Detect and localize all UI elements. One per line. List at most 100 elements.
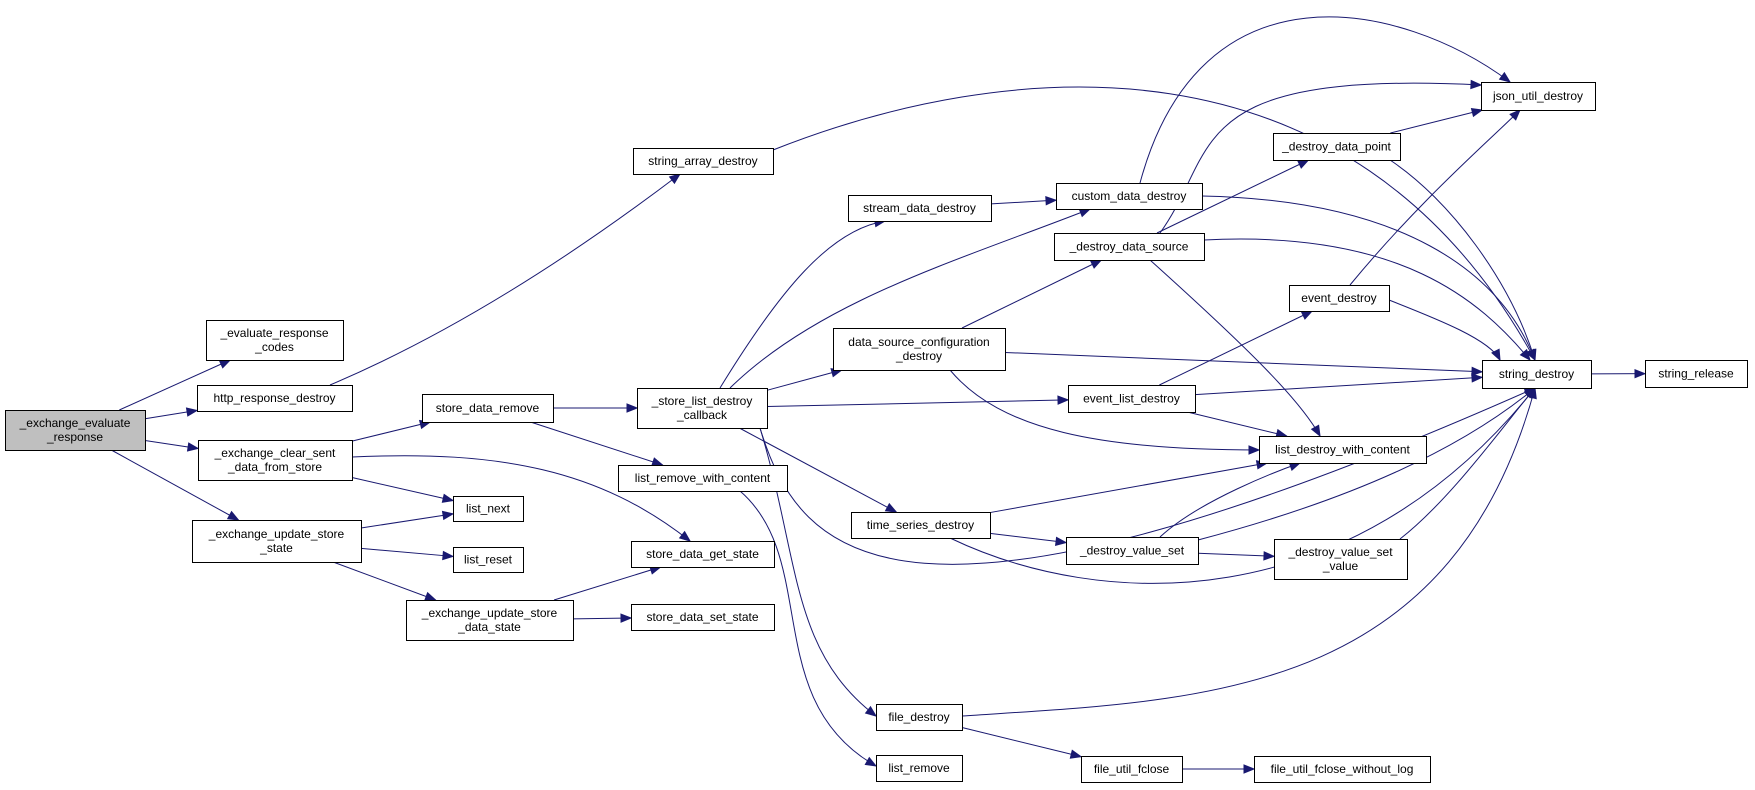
- node-store-remove[interactable]: store_data_remove: [422, 394, 554, 423]
- nodes-layer: _exchange_evaluate_response _evaluate_res…: [5, 82, 1748, 783]
- node-ds-destroy[interactable]: _destroy_data_source: [1054, 233, 1205, 261]
- node-string-destroy[interactable]: string_destroy: [1482, 360, 1592, 389]
- node-list-remove-wc[interactable]: list_remove_with_content: [618, 465, 788, 492]
- edge-event-list-destroy-to-string-destroy: [1194, 373, 1484, 396]
- edge-update-store-data-to-get-state: [553, 565, 662, 601]
- node-box: [197, 385, 353, 412]
- edge-dsc-destroy-to-list-destroy-wc: [949, 369, 1261, 455]
- node-box: [1056, 183, 1203, 210]
- node-stream-destroy[interactable]: stream_data_destroy: [848, 195, 992, 222]
- node-fclose[interactable]: file_util_fclose: [1081, 756, 1183, 783]
- edge-event-list-destroy-to-list-destroy-wc: [1187, 411, 1288, 439]
- node-box: [848, 195, 992, 222]
- edge-clear-sent-to-list-next: [351, 477, 455, 503]
- node-label: _response: [46, 430, 103, 444]
- node-box: [637, 388, 768, 429]
- node-http-destroy[interactable]: http_response_destroy: [197, 385, 353, 412]
- node-box: [1289, 285, 1390, 312]
- edge-list-destroy-cb-to-event-list-destroy: [766, 395, 1070, 408]
- node-json-destroy[interactable]: json_util_destroy: [1481, 82, 1596, 111]
- node-label: time_series_destroy: [867, 518, 974, 532]
- node-root[interactable]: _exchange_evaluate_response: [5, 410, 146, 451]
- node-list-destroy-cb[interactable]: _store_list_destroy_callback: [637, 388, 768, 429]
- node-box: [1273, 133, 1401, 161]
- edge-update-store-to-list-reset: [360, 547, 455, 561]
- node-label: event_list_destroy: [1083, 392, 1180, 406]
- node-label: _destroy: [895, 349, 942, 363]
- edge-ds-destroy-to-list-destroy-wc: [1149, 259, 1321, 438]
- node-label: _exchange_clear_sent: [214, 446, 336, 460]
- node-box: [851, 512, 991, 539]
- node-value-set[interactable]: _destroy_value_set: [1066, 537, 1199, 565]
- node-box: [453, 496, 524, 522]
- node-label: file_util_fclose_without_log: [1271, 762, 1414, 776]
- edge-store-remove-to-list-destroy-cb: [553, 403, 639, 413]
- node-update-store-data[interactable]: _exchange_update_store_data_state: [406, 600, 574, 641]
- node-box: [631, 604, 775, 631]
- edge-list-remove-wc-to-list-remove: [739, 490, 878, 767]
- edge-clear-sent-to-store-remove: [351, 419, 432, 442]
- node-box: [5, 410, 146, 451]
- node-list-next[interactable]: list_next: [453, 496, 524, 522]
- node-label: _data_state: [457, 620, 521, 634]
- node-set-state[interactable]: store_data_set_state: [631, 604, 775, 631]
- node-label: string_array_destroy: [648, 154, 757, 168]
- edge-update-store-to-update-store-data: [332, 561, 437, 601]
- node-label: list_remove_with_content: [635, 471, 771, 485]
- node-ts-destroy[interactable]: time_series_destroy: [851, 512, 991, 539]
- node-clear-sent[interactable]: _exchange_clear_sent_data_from_store: [198, 440, 353, 481]
- node-label: _exchange_update_store: [208, 527, 345, 541]
- edge-list-destroy-cb-to-dsc-destroy: [766, 368, 844, 391]
- node-string-release[interactable]: string_release: [1645, 360, 1748, 388]
- node-label: stream_data_destroy: [863, 201, 976, 215]
- node-label: list_next: [466, 502, 511, 516]
- edge-dsc-destroy-to-ds-destroy: [961, 259, 1103, 329]
- edge-fclose-to-fclose-nolog: [1182, 764, 1256, 774]
- node-fclose-nolog[interactable]: file_util_fclose_without_log: [1254, 756, 1431, 783]
- node-list-reset[interactable]: list_reset: [453, 547, 524, 573]
- edge-http-destroy-to-str-array-destroy: [329, 173, 682, 386]
- edge-root-to-clear-sent: [144, 440, 200, 452]
- node-box: [633, 148, 774, 175]
- node-box: [876, 704, 963, 731]
- node-event-destroy[interactable]: event_destroy: [1289, 285, 1390, 312]
- node-label: _data_from_store: [227, 460, 322, 474]
- edge-custom-destroy-to-json-destroy: [1139, 16, 1512, 184]
- node-eval-codes[interactable]: _evaluate_response_codes: [206, 320, 344, 361]
- edge-clear-sent-to-get-state: [351, 455, 692, 542]
- edge-stream-destroy-to-custom-destroy: [990, 196, 1058, 206]
- node-label: _store_list_destroy: [651, 394, 753, 408]
- node-box: [631, 541, 775, 568]
- node-vsv[interactable]: _destroy_value_set_value: [1274, 539, 1408, 580]
- node-get-state[interactable]: store_data_get_state: [631, 541, 775, 568]
- node-custom-destroy[interactable]: custom_data_destroy: [1056, 183, 1203, 210]
- node-file-destroy[interactable]: file_destroy: [876, 704, 963, 731]
- node-box: [206, 320, 344, 361]
- node-label: list_destroy_with_content: [1275, 443, 1410, 457]
- node-list-remove[interactable]: list_remove: [876, 755, 963, 782]
- edge-dp-destroy-to-json-destroy: [1390, 107, 1484, 134]
- node-label: store_data_set_state: [646, 610, 758, 624]
- node-box: [1482, 360, 1592, 389]
- node-str-array-destroy[interactable]: string_array_destroy: [633, 148, 774, 175]
- node-list-destroy-wc[interactable]: list_destroy_with_content: [1259, 436, 1427, 464]
- node-update-store[interactable]: _exchange_update_store_state: [192, 520, 362, 563]
- node-box: [833, 328, 1006, 371]
- node-dp-destroy[interactable]: _destroy_data_point: [1273, 133, 1401, 161]
- node-box: [1274, 539, 1408, 580]
- node-box: [198, 440, 353, 481]
- node-box: [1481, 82, 1596, 111]
- node-box: [406, 600, 574, 641]
- node-label: _destroy_data_source: [1069, 240, 1189, 254]
- edge-str-array-destroy-to-string-destroy: [772, 86, 1536, 362]
- edge-value-set-to-vsv: [1197, 551, 1276, 561]
- edge-root-to-http-destroy: [144, 407, 199, 420]
- node-event-list-destroy[interactable]: event_list_destroy: [1068, 385, 1196, 413]
- node-label: list_remove: [888, 761, 950, 775]
- edge-event-destroy-to-string-destroy: [1388, 299, 1501, 362]
- node-label: custom_data_destroy: [1072, 189, 1187, 203]
- node-dsc-destroy[interactable]: data_source_configuration_destroy: [833, 328, 1006, 371]
- node-label: _destroy_data_point: [1281, 140, 1391, 154]
- node-box: [618, 465, 788, 492]
- edge-event-list-destroy-to-event-destroy: [1159, 310, 1314, 386]
